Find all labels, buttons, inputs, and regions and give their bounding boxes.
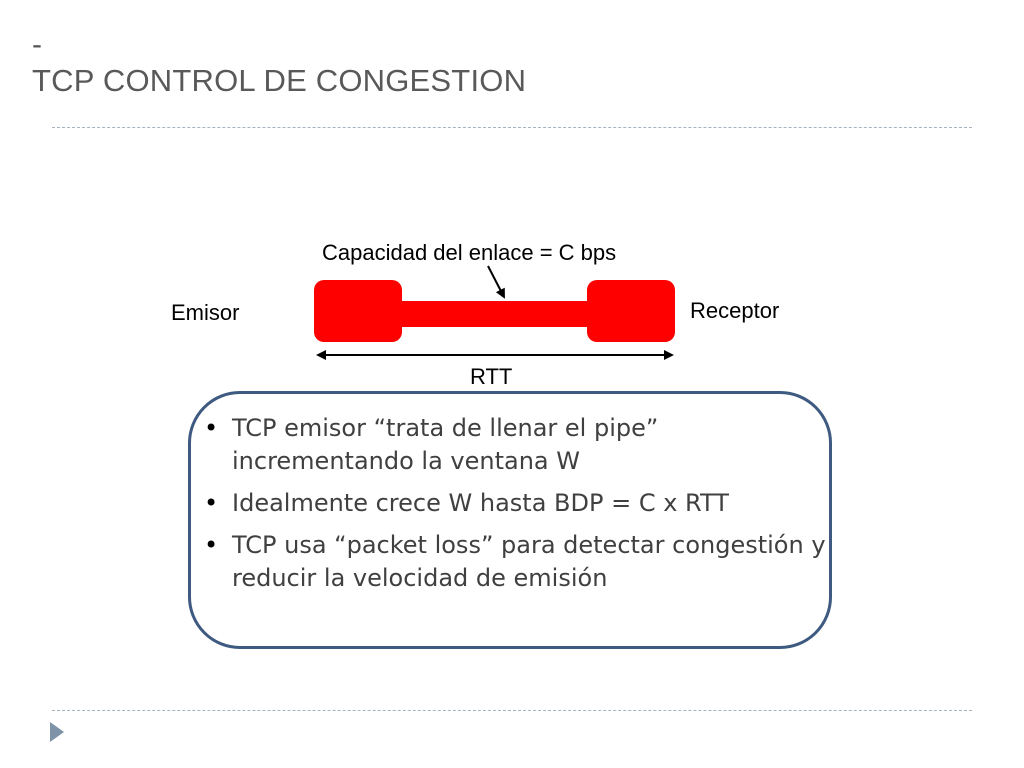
- sender-label: Emisor: [171, 300, 240, 325]
- bullet-text: TCP emisor “trata de llenar el pipe” inc…: [232, 414, 659, 475]
- top-divider: [52, 127, 972, 128]
- bullet-text: TCP usa “packet loss” para detectar cong…: [232, 531, 826, 592]
- bullet-dot: •: [204, 531, 219, 559]
- pipe-diagram: Capacidad del enlace = C bps Emisor Rece…: [171, 240, 780, 389]
- pipe-segment: [390, 301, 600, 327]
- receiver-block: [587, 280, 675, 342]
- triangle-right-icon[interactable]: [50, 722, 64, 742]
- bullet-dot: •: [204, 414, 219, 442]
- title-mark: -: [32, 28, 42, 61]
- receiver-label: Receptor: [690, 298, 780, 323]
- bottom-divider: [52, 710, 972, 711]
- bullet-text: Idealmente crece W hasta BDP = C x RTT: [232, 489, 729, 517]
- bullet-item: • TCP usa “packet loss” para detectar co…: [198, 529, 838, 595]
- bullet-dot: •: [204, 489, 219, 517]
- bullet-box: [188, 391, 832, 649]
- bullet-item: • Idealmente crece W hasta BDP = C x RTT: [198, 487, 838, 520]
- capacity-pointer-arrow: [487, 265, 505, 299]
- bullet-item: • TCP emisor “trata de llenar el pipe” i…: [198, 412, 838, 478]
- slide-title: TCP CONTROL DE CONGESTION: [32, 63, 527, 98]
- rtt-label: RTT: [470, 364, 513, 389]
- pipe-diagram-graphic: [314, 265, 675, 360]
- sender-block: [314, 280, 402, 342]
- bullet-list: • TCP emisor “trata de llenar el pipe” i…: [198, 412, 838, 604]
- capacity-label: Capacidad del enlace = C bps: [322, 240, 617, 265]
